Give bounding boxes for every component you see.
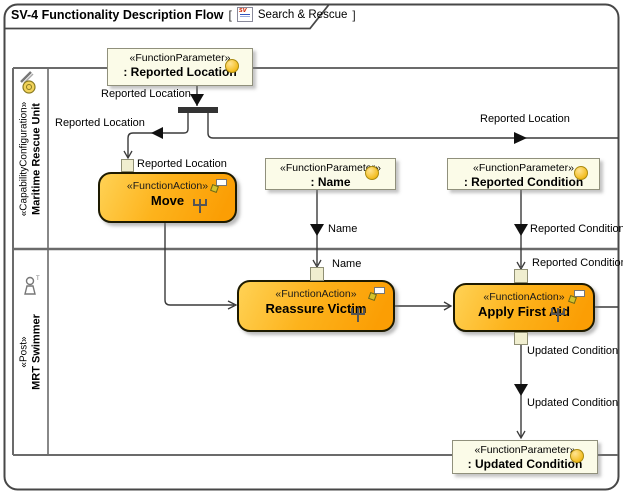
edge-label-reported-location[interactable]: Reported Location <box>55 117 145 129</box>
sv-diagram-icon: sv <box>236 7 253 22</box>
param-name[interactable]: «FunctionParameter» : Name <box>265 158 396 190</box>
edge-label-reported-location[interactable]: Reported Location <box>480 113 570 125</box>
output-pin-apply-updated-condition[interactable] <box>514 332 528 345</box>
bracket-open: [ <box>228 7 232 22</box>
pin-label-reported-location[interactable]: Reported Location <box>137 158 227 170</box>
diagram-context-name[interactable]: Search & Rescue <box>257 8 348 21</box>
behavior-indicator-icon <box>216 179 227 186</box>
action-apply-first-aid[interactable]: «FunctionAction» Apply First Aid <box>453 283 595 332</box>
lane-stereotype: «Post» <box>18 336 29 368</box>
stereotype-label: «FunctionParameter» <box>473 162 574 174</box>
edge-label-reported-location[interactable]: Reported Location <box>101 88 191 100</box>
stereotype-label: «FunctionAction» <box>483 291 565 303</box>
action-name-label: Apply First Aid <box>478 304 570 319</box>
diagram-frame-border <box>3 3 620 491</box>
input-pin-move-reported-location[interactable] <box>121 159 134 172</box>
edge-label-updated-condition[interactable]: Updated Condition <box>527 397 619 409</box>
rake-decomposition-icon <box>351 308 365 322</box>
parameter-ball-icon <box>570 449 584 463</box>
pin-label-reported-condition[interactable]: Reported Condition <box>532 257 623 269</box>
stereotype-label: «FunctionParameter» <box>129 52 231 64</box>
fork-node[interactable] <box>178 107 218 113</box>
stereotype-label: «FunctionParameter» <box>474 444 576 456</box>
action-name-label: Reassure Victim <box>265 301 367 316</box>
input-pin-apply-reported-condition[interactable] <box>514 269 528 283</box>
parameter-ball-icon <box>574 166 588 180</box>
lane-stereotype: «CapabilityConfiguration» <box>18 101 29 216</box>
action-reassure-victim[interactable]: «FunctionAction» Reassure Victim <box>237 280 395 332</box>
frame-title-bar: SV-4 Functionality Description Flow [ sv… <box>11 7 356 22</box>
action-name-label: Move <box>150 193 185 208</box>
svg-text:T: T <box>36 276 40 282</box>
stereotype-label: «FunctionAction» <box>126 180 209 192</box>
param-reported-location[interactable]: «FunctionParameter» : Reported Location <box>107 48 253 86</box>
edge-fork-to-right[interactable] <box>207 113 618 139</box>
diagram-title: SV-4 Functionality Description Flow <box>11 7 224 22</box>
param-name-label: : Name <box>310 175 351 189</box>
pin-label-updated-condition[interactable]: Updated Condition <box>527 345 619 357</box>
stereotype-label: «FunctionParameter» <box>280 162 381 174</box>
post-person-icon: T <box>24 276 40 295</box>
rake-decomposition-icon <box>551 308 565 322</box>
input-pin-reassure-name[interactable] <box>310 267 324 281</box>
edge-label-name[interactable]: Name <box>328 223 358 235</box>
rake-decomposition-icon <box>193 199 207 213</box>
frame-title-pentagon <box>4 3 330 30</box>
behavior-indicator-icon <box>574 290 585 297</box>
parameter-ball-icon <box>225 59 239 73</box>
pin-label-name[interactable]: Name <box>332 258 362 270</box>
param-updated-condition[interactable]: «FunctionParameter» : Updated Condition <box>452 440 598 474</box>
stereotype-label: «FunctionAction» <box>275 288 357 300</box>
bracket-close: ] <box>352 7 356 22</box>
behavior-indicator-icon <box>374 287 385 294</box>
param-name-label: : Updated Condition <box>467 457 583 471</box>
action-move[interactable]: «FunctionAction» Move <box>98 172 237 223</box>
param-name-label: : Reported Location <box>123 65 237 79</box>
param-name-label: : Reported Condition <box>463 175 584 189</box>
capability-configuration-icon <box>20 71 36 94</box>
solid-arrowheads <box>151 94 528 396</box>
parameter-ball-icon <box>365 166 379 180</box>
lane-name: Maritime Rescue Unit <box>30 102 42 215</box>
edge-label-reported-condition[interactable]: Reported Condition <box>530 223 623 235</box>
edge-move-to-reassure[interactable] <box>164 223 234 306</box>
param-reported-condition[interactable]: «FunctionParameter» : Reported Condition <box>447 158 600 190</box>
lane-name: MRT Swimmer <box>30 314 42 390</box>
open-arrowheads <box>123 150 526 440</box>
